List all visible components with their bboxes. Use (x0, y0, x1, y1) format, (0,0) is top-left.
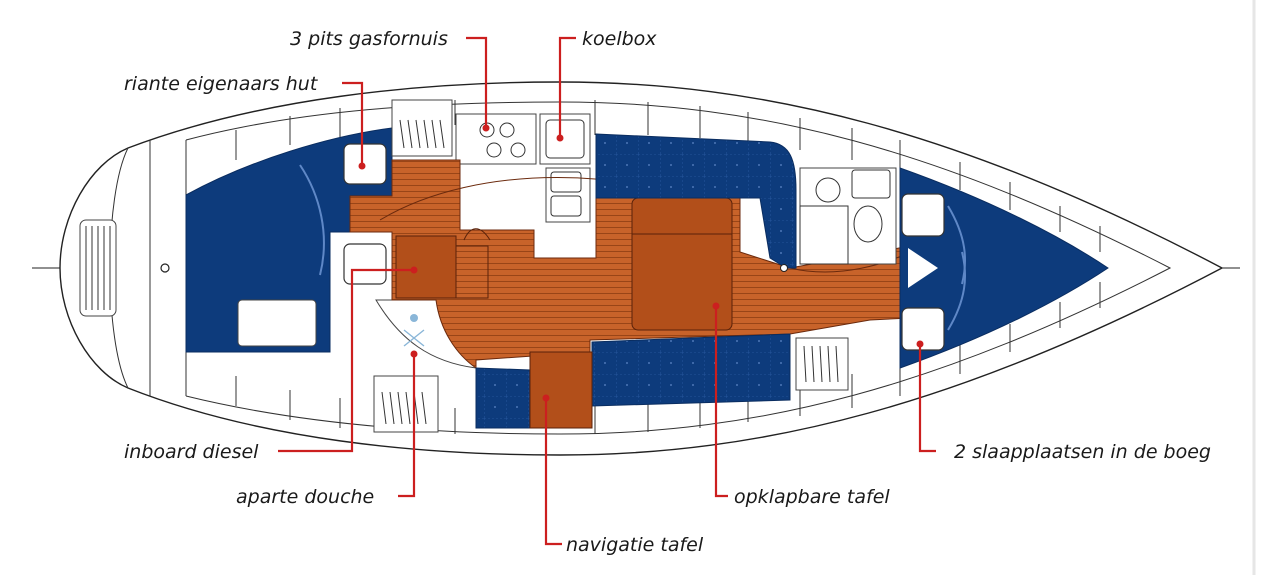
label-owner-cabin: riante eigenaars hut (124, 73, 319, 95)
engine-box (395, 235, 457, 299)
label-engine: inboard diesel (124, 441, 259, 463)
hatch-aft-cabin (343, 143, 387, 185)
label-folding-table: opklapbare tafel (734, 486, 890, 508)
navigation-table (529, 351, 593, 429)
hatch-bow-top (901, 193, 945, 237)
nav-seat (475, 367, 531, 429)
hatch-engine-side (343, 243, 387, 285)
hatch-bow-bottom (901, 307, 945, 351)
galley-coolbox (539, 113, 591, 165)
label-stove: 3 pits gasfornuis (290, 28, 448, 50)
bow-v-berth (899, 167, 1109, 369)
settee-starboard (595, 133, 797, 269)
leader-lines (278, 36, 936, 546)
label-shower: aparte douche (236, 486, 374, 508)
galley-sink (545, 167, 591, 223)
label-coolbox: koelbox (582, 28, 657, 50)
settee-port (591, 333, 791, 407)
label-nav-table: navigatie tafel (566, 534, 704, 556)
label-bow-berths: 2 slaapplaatsen in de boeg (954, 441, 1211, 463)
